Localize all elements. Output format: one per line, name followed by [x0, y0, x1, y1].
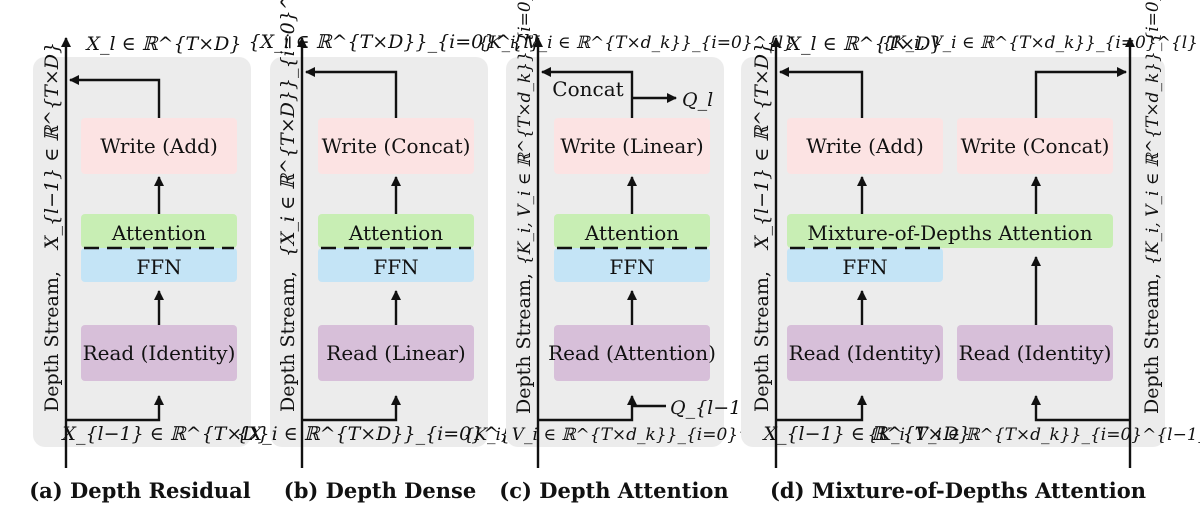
panel-depth-residual: Write (Add) Attention FFN Read (Identity…: [29, 33, 269, 503]
ffn-box: [787, 248, 943, 282]
panel-mixture-of-depths-attention: Write (Add) Write (Concat) Mixture-of-De…: [741, 0, 1200, 503]
output-math-label: {X_i ∈ ℝ^{T×D}}_{i=0}^{l}: [248, 31, 541, 53]
panel-caption: (d) Mixture-of-Depths Attention: [770, 478, 1146, 503]
output-math-label: {K_i, V_i ∈ ℝ^{T×d_k}}_{i=0}^{l}: [478, 33, 794, 53]
depth-stream-right-label: Depth Stream,{K_i, V_i ∈ ℝ^{T×d_k}}_{i=0…: [1141, 0, 1163, 414]
input-math-label: {X_i ∈ ℝ^{T×D}}_{i=0}^{l−1}: [236, 423, 557, 445]
write-box: [554, 118, 710, 174]
ffn-label: FFN: [609, 255, 654, 279]
input-arrow: [538, 394, 638, 422]
attention-box: [318, 214, 474, 248]
read-left-box: [787, 325, 943, 381]
ffn-box: [554, 248, 710, 282]
write-box: [81, 118, 237, 174]
depth-stream-label: Depth Stream,{X_i ∈ ℝ^{T×D}}_{i=0}^{l−1}: [277, 0, 299, 412]
attention-box: [81, 214, 237, 248]
write-left-output-arrow: [778, 66, 864, 118]
input-right-arrow: [1030, 394, 1130, 422]
input-left-arrow: [776, 394, 868, 422]
input-math-label: X_{l−1} ∈ ℝ^{T×D}: [60, 423, 269, 445]
mixture-attention-box: [787, 214, 1113, 248]
attention-box: [554, 214, 710, 248]
mixture-attention-label: Mixture-of-Depths Attention: [807, 221, 1092, 245]
panel-depth-attention: Concat Q_l Q_{l−1} Write (Linear) Attent…: [464, 0, 805, 503]
ffn-box: [318, 248, 474, 282]
write-left-label: Write (Add): [806, 134, 924, 158]
write-label: Write (Add): [100, 134, 218, 158]
read-box: [81, 325, 237, 381]
depth-stream-label: Depth Stream,{K_i, V_i ∈ ℝ^{T×d_k}}_{i=0…: [513, 0, 535, 414]
write-label: Write (Linear): [560, 134, 703, 158]
write-label: Write (Concat): [322, 134, 471, 158]
read-right-box: [957, 325, 1113, 381]
concat-label: Concat: [552, 77, 623, 101]
read-right-label: Read (Identity): [959, 341, 1112, 365]
write-output-arrow: [304, 66, 398, 118]
ffn-label: FFN: [842, 255, 887, 279]
ffn-label: FFN: [136, 255, 181, 279]
read-label: Read (Linear): [326, 341, 465, 365]
query-input-label: Q_{l−1}: [670, 397, 753, 419]
write-right-box: [957, 118, 1113, 174]
attention-label: Attention: [584, 221, 679, 245]
query-output-label: Q_l: [682, 89, 713, 111]
write-right-output-arrow: [1034, 66, 1128, 118]
write-right-label: Write (Concat): [961, 134, 1110, 158]
attention-label: Attention: [348, 221, 443, 245]
read-box: [318, 325, 474, 381]
write-output-arrow: [540, 66, 634, 118]
panel-depth-dense: Write (Concat) Attention FFN Read (Linea…: [236, 0, 557, 503]
read-label: Read (Identity): [83, 341, 236, 365]
attention-label: Attention: [111, 221, 206, 245]
input-arrow: [302, 394, 402, 422]
depth-stream-left-label: Depth Stream,X_{l−1} ∈ ℝ^{T×D}: [751, 42, 773, 412]
ffn-label: FFN: [373, 255, 418, 279]
write-left-box: [787, 118, 943, 174]
read-box: [554, 325, 710, 381]
input-right-math-label: {K_i, V_i ∈ ℝ^{T×d_k}}_{i=0}^{l−1}: [868, 425, 1200, 445]
input-arrow: [66, 394, 165, 422]
panel-caption: (b) Depth Dense: [284, 478, 476, 503]
depth-stream-label: Depth Stream,X_{l−1} ∈ ℝ^{T×D}: [41, 42, 63, 412]
write-output-arrow: [68, 74, 161, 118]
input-math-label: {K_i, V_i ∈ ℝ^{T×d_k}}_{i=0}^{l−1}: [464, 425, 805, 445]
input-left-math-label: X_{l−1} ∈ ℝ^{T×D}: [761, 423, 970, 445]
panel-caption: (c) Depth Attention: [499, 478, 728, 503]
output-right-math-label: {K_i, V_i ∈ ℝ^{T×d_k}}_{i=0}^{l}: [882, 33, 1198, 53]
panel-caption: (a) Depth Residual: [29, 478, 250, 503]
write-box: [318, 118, 474, 174]
read-label: Read (Attention): [548, 341, 716, 365]
ffn-box: [81, 248, 237, 282]
output-math-label: X_l ∈ ℝ^{T×D}: [85, 33, 242, 55]
read-left-label: Read (Identity): [789, 341, 942, 365]
output-left-math-label: X_l ∈ ℝ^{T×D}: [786, 33, 943, 55]
